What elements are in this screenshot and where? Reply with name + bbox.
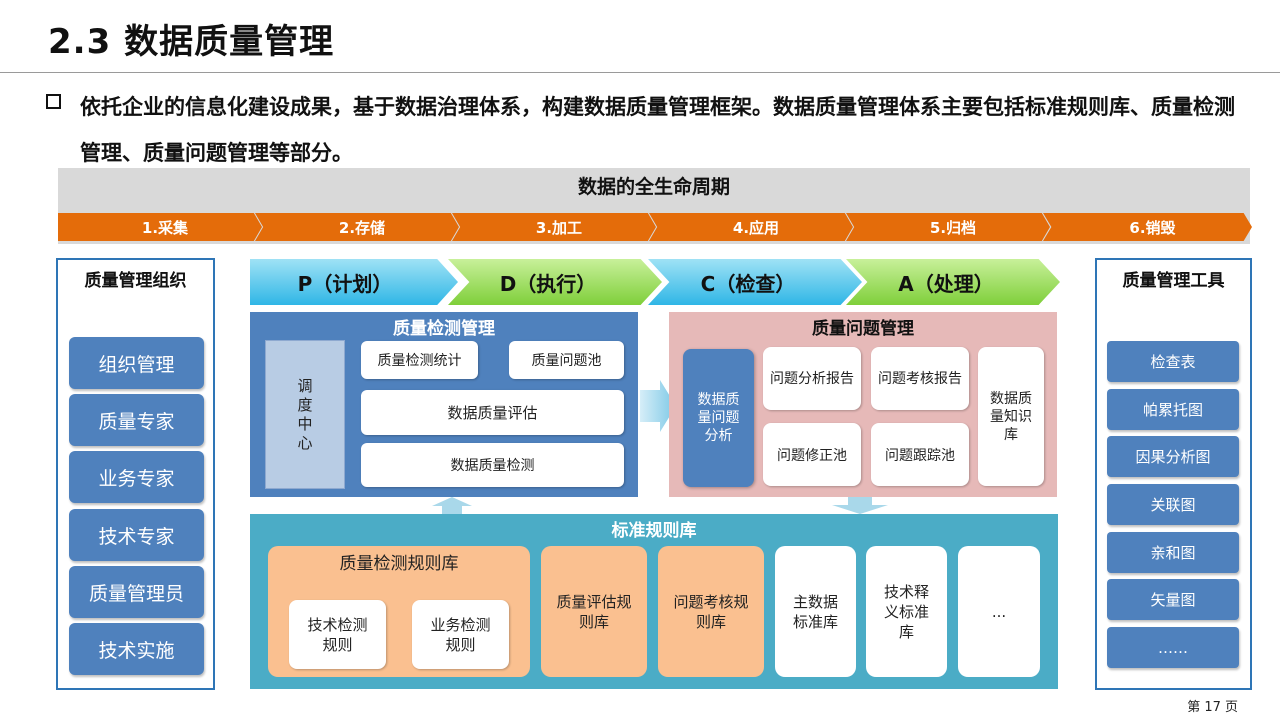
analysis-report-label: 问题分析报告 bbox=[770, 370, 854, 387]
lifecycle-stage: 3.加工 bbox=[452, 213, 656, 241]
standards-title: 标准规则库 bbox=[611, 521, 697, 541]
lifecycle-stage: 1.采集 bbox=[58, 213, 262, 241]
pdca-act: A（处理） bbox=[846, 259, 1060, 305]
pdca-do: D（执行） bbox=[448, 259, 662, 305]
problem-assess-report: 问题考核报告 bbox=[871, 347, 969, 410]
detection-title: 质量检测管理 bbox=[393, 319, 495, 339]
master-data-label: 主数据标准库 bbox=[792, 592, 838, 631]
problem-analysis-report: 问题分析报告 bbox=[763, 347, 861, 410]
pdca-label: D（执行） bbox=[499, 271, 597, 296]
page-title: 2.3 数据质量管理 bbox=[48, 22, 335, 62]
detection-stats: 质量检测统计 bbox=[361, 341, 478, 379]
org-panel-title: 质量管理组织 bbox=[84, 271, 187, 291]
problem-pool: 质量问题池 bbox=[509, 341, 624, 379]
problem-title: 质量问题管理 bbox=[812, 319, 914, 339]
org-item: 质量管理员 bbox=[69, 566, 204, 618]
tool-item: 检查表 bbox=[1107, 341, 1239, 382]
detect-rules-title: 质量检测规则库 bbox=[339, 554, 459, 574]
arrow-right-icon bbox=[640, 380, 676, 432]
knowledge-base-label: 数据质量知识库 bbox=[990, 390, 1032, 443]
lifecycle-stage: 4.应用 bbox=[649, 213, 853, 241]
stage-label: 4.应用 bbox=[732, 218, 780, 237]
biz-detect-label: 业务检测规则 bbox=[430, 615, 491, 654]
problem-track-pool: 问题跟踪池 bbox=[871, 423, 969, 486]
org-item: 技术实施 bbox=[69, 623, 204, 675]
tool-item: 关联图 bbox=[1107, 484, 1239, 525]
quality-knowledge-base: 数据质量知识库 bbox=[978, 347, 1044, 486]
assess-rules-label: 问题考核规则库 bbox=[673, 592, 749, 631]
org-item: 质量专家 bbox=[69, 394, 204, 446]
tech-detect-rules: 技术检测规则 bbox=[289, 600, 386, 669]
arrow-down-icon bbox=[832, 497, 888, 514]
lifecycle-stage: 2.存储 bbox=[255, 213, 459, 241]
lifecycle-stages: 1.采集 2.存储 3.加工 4.应用 5.归档 6.销毁 bbox=[58, 213, 1252, 241]
dispatch-center-label: 调度中心 bbox=[297, 376, 313, 452]
problem-analysis: 数据质量问题分析 bbox=[683, 349, 754, 487]
more-standards: ... bbox=[958, 546, 1040, 677]
lifecycle-stage: 5.归档 bbox=[846, 213, 1050, 241]
tool-item: 帕累托图 bbox=[1107, 389, 1239, 430]
arrow-up-icon bbox=[432, 497, 472, 514]
stage-label: 3.加工 bbox=[535, 218, 583, 237]
biz-detect-rules: 业务检测规则 bbox=[412, 600, 509, 669]
assess-report-label: 问题考核报告 bbox=[878, 370, 962, 387]
stage-label: 2.存储 bbox=[338, 218, 386, 237]
org-item: 技术专家 bbox=[69, 509, 204, 561]
lifecycle-title: 数据的全生命周期 bbox=[577, 176, 730, 198]
tool-item: 矢量图 bbox=[1107, 579, 1239, 620]
eval-rules-library: 质量评估规则库 bbox=[541, 546, 647, 677]
pdca-label: A（处理） bbox=[898, 271, 994, 296]
stage-label: 5.归档 bbox=[929, 218, 977, 237]
dispatch-center: 调度中心 bbox=[265, 340, 345, 489]
stage-label: 6.销毁 bbox=[1129, 218, 1176, 237]
pdca-label: C（检查） bbox=[700, 271, 796, 296]
bullet-square-icon bbox=[46, 94, 61, 109]
tool-item: …… bbox=[1107, 627, 1239, 668]
title-divider bbox=[0, 72, 1280, 73]
org-item: 组织管理 bbox=[69, 337, 204, 389]
pdca-plan: P（计划） bbox=[250, 259, 458, 305]
problem-analysis-label: 数据质量问题分析 bbox=[697, 392, 740, 444]
intro-paragraph: 依托企业的信息化建设成果，基于数据治理体系，构建数据质量管理框架。数据质量管理体… bbox=[80, 95, 1235, 165]
lifecycle-stage: 6.销毁 bbox=[1043, 213, 1252, 241]
tech-definition-standard: 技术释义标准库 bbox=[866, 546, 947, 677]
tools-panel-title: 质量管理工具 bbox=[1122, 271, 1225, 291]
quality-detect: 数据质量检测 bbox=[361, 443, 624, 487]
tech-definition-label: 技术释义标准库 bbox=[883, 582, 929, 641]
eval-rules-label: 质量评估规则库 bbox=[556, 592, 632, 631]
pdca-label: P（计划） bbox=[297, 271, 393, 296]
tool-item: 亲和图 bbox=[1107, 532, 1239, 573]
master-data-standard: 主数据标准库 bbox=[775, 546, 856, 677]
page-number: 第 17 页 bbox=[1187, 700, 1238, 715]
tech-detect-label: 技术检测规则 bbox=[307, 615, 368, 654]
problem-fix-pool: 问题修正池 bbox=[763, 423, 861, 486]
pdca-check: C（检查） bbox=[648, 259, 862, 305]
assess-rules-library: 问题考核规则库 bbox=[658, 546, 764, 677]
tool-item: 因果分析图 bbox=[1107, 436, 1239, 477]
org-item: 业务专家 bbox=[69, 451, 204, 503]
stage-label: 1.采集 bbox=[141, 218, 189, 237]
quality-evaluate: 数据质量评估 bbox=[361, 390, 624, 435]
